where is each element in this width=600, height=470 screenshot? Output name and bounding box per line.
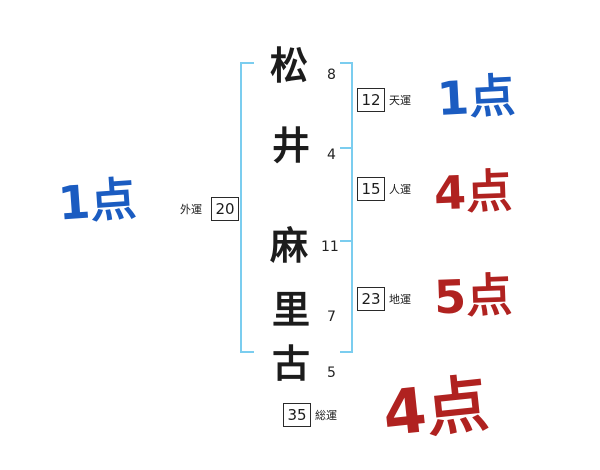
stroke-count-5: 5 bbox=[327, 365, 336, 381]
outer-luck-score: 1点 bbox=[56, 171, 138, 231]
right-bracket-line bbox=[351, 62, 353, 353]
earth-luck-score: 5点 bbox=[433, 267, 513, 325]
left-bracket-line bbox=[240, 62, 242, 353]
stroke-count-2: 4 bbox=[327, 147, 336, 163]
total-luck-value-box: 35 bbox=[283, 403, 311, 427]
name-char-2: 井 bbox=[272, 123, 311, 168]
right-bracket-tick-2 bbox=[340, 147, 352, 149]
person-luck-value-box: 15 bbox=[357, 177, 385, 201]
stroke-count-3: 11 bbox=[321, 239, 339, 255]
outer-luck-value-box: 20 bbox=[211, 197, 239, 221]
earth-luck-label: 地運 bbox=[389, 293, 411, 306]
left-bracket-bottom-tick bbox=[240, 351, 254, 353]
person-luck-score: 4点 bbox=[433, 163, 513, 221]
name-char-5: 古 bbox=[272, 341, 311, 386]
right-bracket-tick-3 bbox=[340, 240, 352, 242]
name-char-1: 松 bbox=[270, 43, 309, 88]
heaven-luck-value-box: 12 bbox=[357, 88, 385, 112]
right-bracket-tick-1 bbox=[340, 62, 352, 64]
stroke-count-4: 7 bbox=[327, 309, 336, 325]
right-bracket-tick-4 bbox=[340, 351, 352, 353]
total-luck-label: 総運 bbox=[315, 409, 337, 422]
heaven-luck-label: 天運 bbox=[389, 94, 411, 107]
left-bracket-top-tick bbox=[240, 62, 254, 64]
name-char-4: 里 bbox=[272, 287, 311, 332]
earth-luck-value-box: 23 bbox=[357, 287, 385, 311]
heaven-luck-score: 1点 bbox=[435, 67, 517, 127]
stroke-count-1: 8 bbox=[327, 67, 336, 83]
outer-luck-label: 外運 bbox=[180, 203, 202, 216]
name-char-3: 麻 bbox=[270, 223, 309, 268]
total-luck-score: 4点 bbox=[379, 366, 492, 451]
person-luck-label: 人運 bbox=[389, 183, 411, 196]
